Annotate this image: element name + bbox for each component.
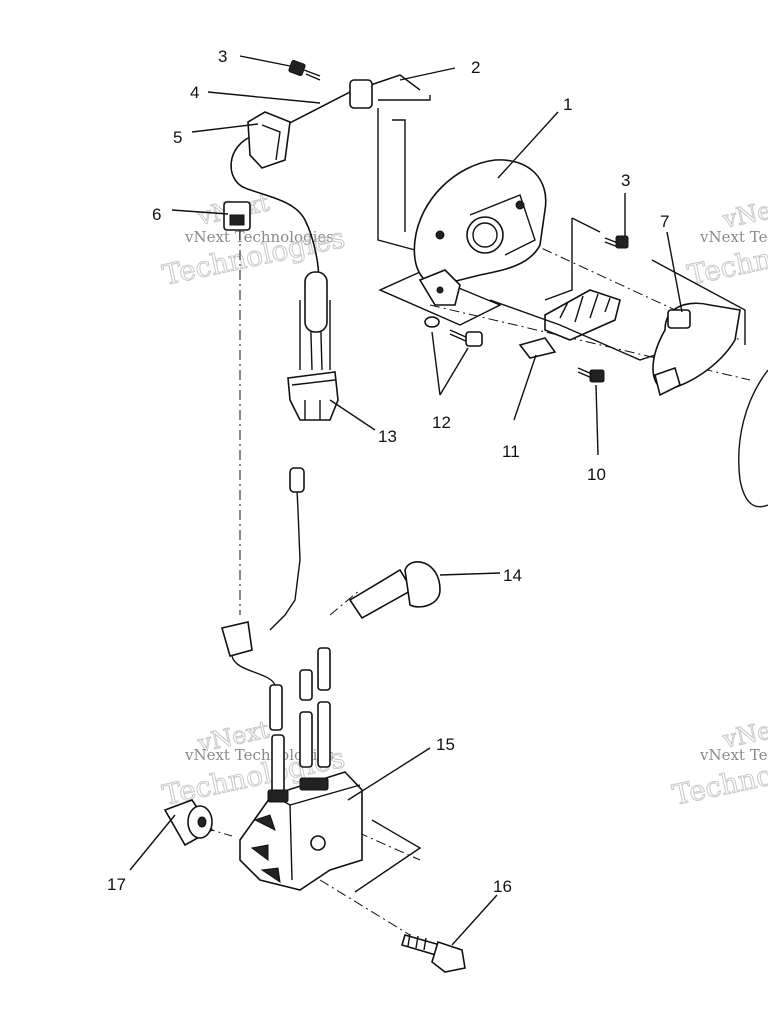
leader-16: [451, 894, 498, 946]
watermark-mid-text: vNext Technologies: [184, 228, 334, 246]
callout-15: 15: [436, 735, 455, 754]
alignment-line: [329, 589, 361, 616]
leader-6: [171, 209, 229, 215]
leader-17: [129, 814, 176, 871]
leader-11: [513, 354, 537, 421]
callout-17: 17: [107, 875, 126, 894]
callout-6: 6: [152, 205, 161, 224]
grommet-17: [163, 799, 214, 847]
callout-3: 3: [621, 171, 630, 190]
bolt-16: [401, 933, 466, 973]
screw-10: [577, 367, 605, 383]
flywheel-edge: [738, 369, 768, 508]
callout-11: 11: [502, 442, 520, 461]
leader-4: [207, 91, 321, 104]
stator-coil-11: [489, 289, 656, 361]
leader-2: [399, 67, 456, 81]
watermark-mid-text: vNext Technologies: [699, 228, 768, 246]
watermark-mid-text: vNext Technologies: [184, 746, 334, 764]
watermark-bottom-right: vNext vNext Technologies Technologies: [669, 711, 768, 812]
callout-3: 3: [218, 47, 227, 66]
ignition-coil-15: [239, 771, 363, 891]
callout-12: 12: [432, 413, 451, 432]
screw-12: [424, 316, 483, 347]
callout-5: 5: [173, 128, 182, 147]
callout-4: 4: [190, 83, 199, 102]
pickup-7: [652, 302, 741, 397]
leader-7: [666, 231, 683, 313]
callout-1: 1: [563, 95, 572, 114]
alignment-line: [429, 304, 751, 381]
leader-15: [347, 747, 431, 801]
connector-13: [287, 371, 339, 421]
screw-3-right: [604, 235, 629, 249]
leader-12: [431, 331, 469, 396]
callout-10: 10: [587, 465, 606, 484]
alignment-line: [319, 879, 411, 936]
leader-1: [497, 111, 559, 179]
callout-13: 13: [378, 427, 397, 446]
watermark-mid-text: vNext Technologies: [699, 746, 768, 764]
leader-3a: [239, 55, 291, 67]
connector-6: [223, 201, 251, 231]
wire-harness: [230, 74, 421, 371]
spark-plug-lead: [269, 467, 331, 691]
harness-clamp: [349, 79, 373, 109]
spark-plug-cap-14: [348, 561, 441, 620]
leader-10: [595, 384, 599, 456]
screw-3-top: [288, 60, 321, 81]
connector-block-5: [247, 111, 291, 169]
leader-5: [191, 123, 259, 133]
callout-14: 14: [503, 566, 522, 585]
leader-14: [439, 572, 501, 576]
callout-labels: 3 2 4 5 6 1 3 7 10 11 12 13 14 15 16 17: [107, 47, 669, 896]
callout-16: 16: [493, 877, 512, 896]
callout-7: 7: [660, 212, 669, 231]
watermark-top-right: vNext vNext Technologies Technologies: [684, 191, 768, 292]
callout-2: 2: [471, 58, 480, 77]
stator-plate-1: [413, 159, 547, 306]
bracket-lines: [354, 95, 746, 893]
wire-loom: [304, 271, 328, 333]
leader-13: [329, 399, 376, 431]
leader-lines: [129, 55, 683, 946]
